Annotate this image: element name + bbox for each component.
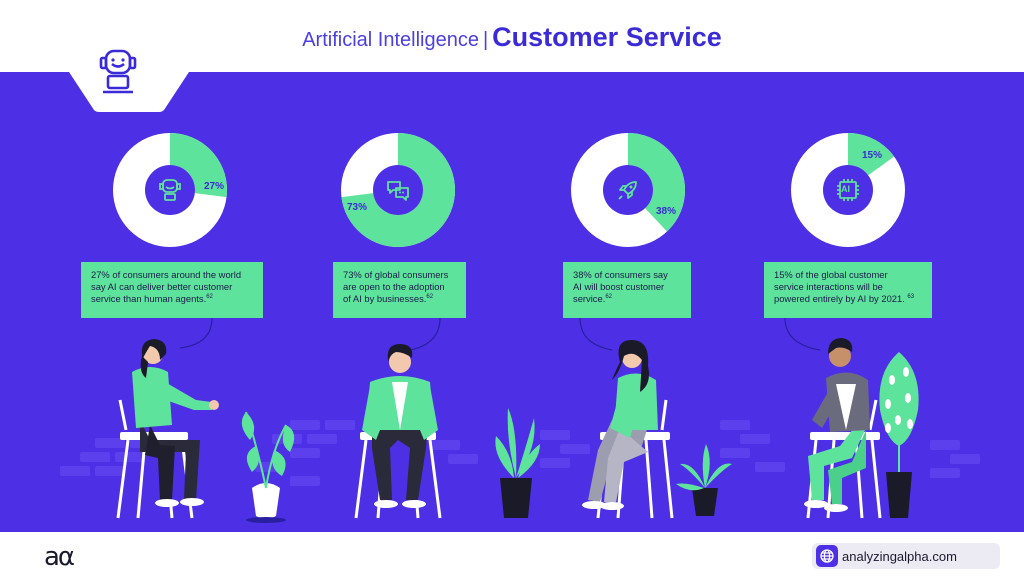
site-link-badge[interactable] — [812, 543, 1000, 569]
ai-chip-icon — [830, 172, 866, 208]
reference-number: 62 — [426, 293, 434, 300]
reference-number: 63 — [907, 293, 915, 300]
callout-line: service interactions will be — [774, 281, 883, 292]
brand-logo[interactable]: aα — [44, 542, 75, 572]
donut-slice-2 — [341, 133, 455, 248]
callout-line: 73% of global consumers — [343, 269, 449, 280]
callout-pointers — [179, 317, 821, 351]
person-man-right — [804, 338, 882, 519]
donut-label-1: 27% — [204, 181, 225, 192]
donut-slice-1 — [170, 133, 228, 198]
reference-number: 62 — [206, 293, 213, 300]
donut-charts — [113, 133, 905, 248]
callout-line: 27% of consumers around the world — [91, 269, 242, 280]
globe-icon — [816, 545, 838, 567]
person-woman-right — [582, 340, 674, 519]
callout-line: of AI by businesses.62 — [343, 293, 434, 304]
plant-left — [241, 411, 295, 523]
donut-slice-3 — [628, 133, 685, 232]
brick-wall — [60, 420, 980, 486]
title-light: Artificial Intelligence — [302, 29, 479, 51]
person-woman-left — [116, 339, 219, 519]
rocket-icon — [610, 172, 646, 208]
callout-line: 15% of the global customer — [774, 269, 888, 280]
title-bold: Customer Service — [492, 22, 722, 52]
callout-line: powered entirely by AI by 2021. 63 — [774, 293, 915, 304]
plant-right-small — [676, 444, 732, 516]
title-separator: | — [482, 29, 489, 51]
robot-head-icon — [99, 49, 137, 94]
stat-callout-2: 73% of global consumers are open to the … — [333, 262, 466, 318]
reference-number: 62 — [605, 293, 612, 300]
plant-center — [495, 408, 540, 518]
plant-right-tall — [879, 352, 919, 518]
donut-label-4: 15% — [862, 150, 883, 161]
page-title: Artificial Intelligence|Customer Service — [0, 22, 1024, 53]
callout-line: service than human agents.62 — [91, 293, 213, 304]
callout-line: AI will boost customer — [573, 281, 665, 292]
chat-bubbles-icon — [380, 172, 416, 208]
callout-line: are open to the adoption — [343, 281, 445, 292]
stat-callout-3: 38% of consumers say AI will boost custo… — [563, 262, 691, 318]
site-link[interactable]: analyzingalpha.com — [842, 549, 957, 564]
robot-head-icon — [152, 172, 188, 208]
person-man-center — [354, 344, 442, 519]
header — [0, 0, 1024, 72]
donut-slice-4 — [848, 133, 895, 176]
callout-line: 38% of consumers say — [573, 269, 668, 280]
stat-callout-4: 15% of the global customer service inter… — [764, 262, 932, 318]
donut-label-2: 73% — [347, 202, 368, 213]
ai-chip-label: AI — [841, 184, 850, 194]
callout-line: say AI can deliver better customer — [91, 281, 233, 292]
callout-line: service.62 — [573, 293, 612, 304]
stat-callout-1: 27% of consumers around the world say AI… — [81, 262, 263, 318]
donut-label-3: 38% — [656, 206, 677, 217]
